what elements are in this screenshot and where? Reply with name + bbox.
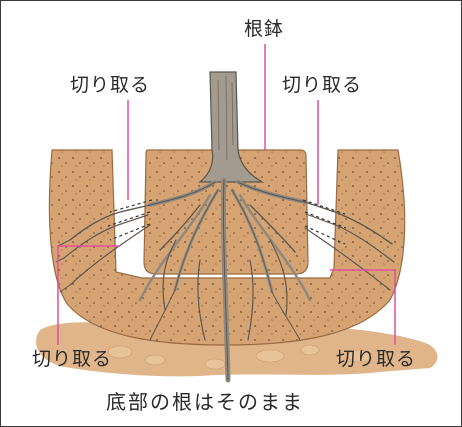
- label-cut-bottom-left: 切り取る: [32, 350, 112, 369]
- caption-bottom-roots: 底部の根はそのまま: [106, 392, 304, 412]
- label-cut-top-left: 切り取る: [70, 76, 150, 95]
- label-cut-top-right: 切り取る: [282, 76, 362, 95]
- label-root-ball: 根鉢: [244, 20, 284, 39]
- label-cut-bottom-right: 切り取る: [336, 350, 416, 369]
